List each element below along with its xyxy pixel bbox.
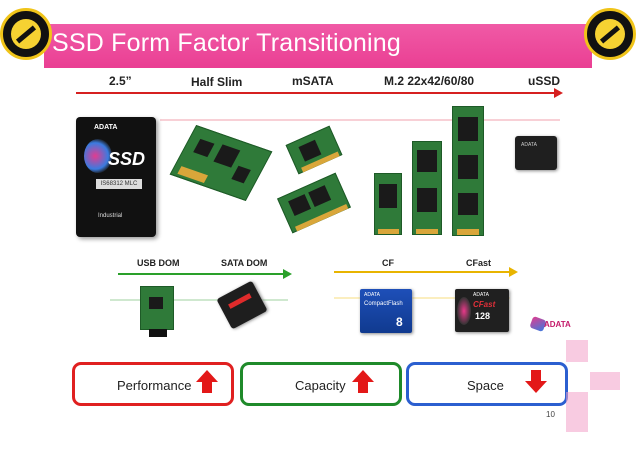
right-badge-icon: [584, 8, 636, 60]
decor-square: [590, 372, 620, 390]
title-bar: [44, 24, 592, 68]
timeline-label-sata-dom: SATA DOM: [221, 258, 268, 268]
space-label: Space: [467, 378, 504, 393]
ssd-graphic-icon: [84, 139, 112, 173]
timeline-label-half-slim: Half Slim: [191, 75, 243, 89]
cf-text: CompactFlash: [364, 301, 403, 307]
decor-square: [566, 340, 588, 362]
timeline-label-m2: M.2 22x42/60/80: [384, 74, 475, 88]
sata-dom-image: [216, 280, 268, 330]
faint-line-green: [110, 299, 288, 301]
cfast-size: 128: [475, 311, 491, 321]
timeline-label-cf: CF: [382, 258, 394, 268]
timeline-arrow-yellow: [334, 271, 510, 273]
cfast-brand: ADATA: [473, 292, 489, 298]
cfast-text: CFast: [473, 300, 496, 309]
capacity-label: Capacity: [295, 378, 346, 393]
cfast-card-image: ADATA CFast 128: [455, 289, 509, 332]
timeline-label-2-5: 2.5”: [109, 74, 132, 88]
capacity-box: Capacity: [240, 362, 402, 406]
ussd-image: ADATA: [515, 136, 557, 170]
space-down-arrow-icon: [525, 381, 547, 393]
ssd-2-5-image: ADATA SSD IS68312 MLC Industrial: [76, 117, 156, 237]
half-slim-image: [169, 124, 273, 202]
timeline-label-msata: mSATA: [292, 74, 334, 88]
usb-dom-image: [140, 286, 174, 337]
timeline-arrow-green-head: [283, 269, 292, 279]
performance-box: Performance: [72, 362, 234, 406]
cf-size: 8: [396, 315, 403, 329]
cf-card-image: ADATA CompactFlash 8: [360, 289, 412, 333]
performance-label: Performance: [117, 378, 192, 393]
capacity-up-arrow-icon: [352, 370, 374, 382]
performance-up-arrow-icon: [196, 370, 218, 382]
space-box: Space: [406, 362, 568, 406]
cf-brand: ADATA: [364, 292, 380, 298]
faint-line-top: [160, 119, 560, 121]
ssd-industrial: Industrial: [98, 213, 123, 219]
m2-2242-image: [374, 173, 402, 235]
msata-large-image: [277, 172, 351, 234]
timeline-label-ussd: uSSD: [528, 74, 561, 88]
timeline-arrow-yellow-head: [509, 267, 518, 277]
page-number: 10: [546, 410, 555, 419]
timeline-arrow-top-head: [554, 88, 563, 98]
timeline-arrow-green: [118, 273, 284, 275]
faint-line-yellow: [334, 297, 510, 299]
ssd-brand: ADATA: [94, 124, 118, 131]
m2-2260-image: [412, 141, 442, 235]
msata-small-image: [285, 125, 343, 175]
decor-square: [566, 392, 588, 432]
timeline-label-cfast: CFast: [466, 258, 492, 268]
timeline-arrow-top: [76, 92, 556, 94]
page-title: SSD Form Factor Transitioning: [52, 29, 401, 57]
ssd-model-plate: IS68312 MLC: [96, 179, 142, 189]
adata-logo-text: ADATA: [544, 320, 571, 329]
m2-2280-image: [452, 106, 484, 236]
ssd-label: SSD: [108, 149, 146, 169]
timeline-label-usb-dom: USB DOM: [137, 258, 180, 268]
left-badge-icon: [0, 8, 52, 60]
